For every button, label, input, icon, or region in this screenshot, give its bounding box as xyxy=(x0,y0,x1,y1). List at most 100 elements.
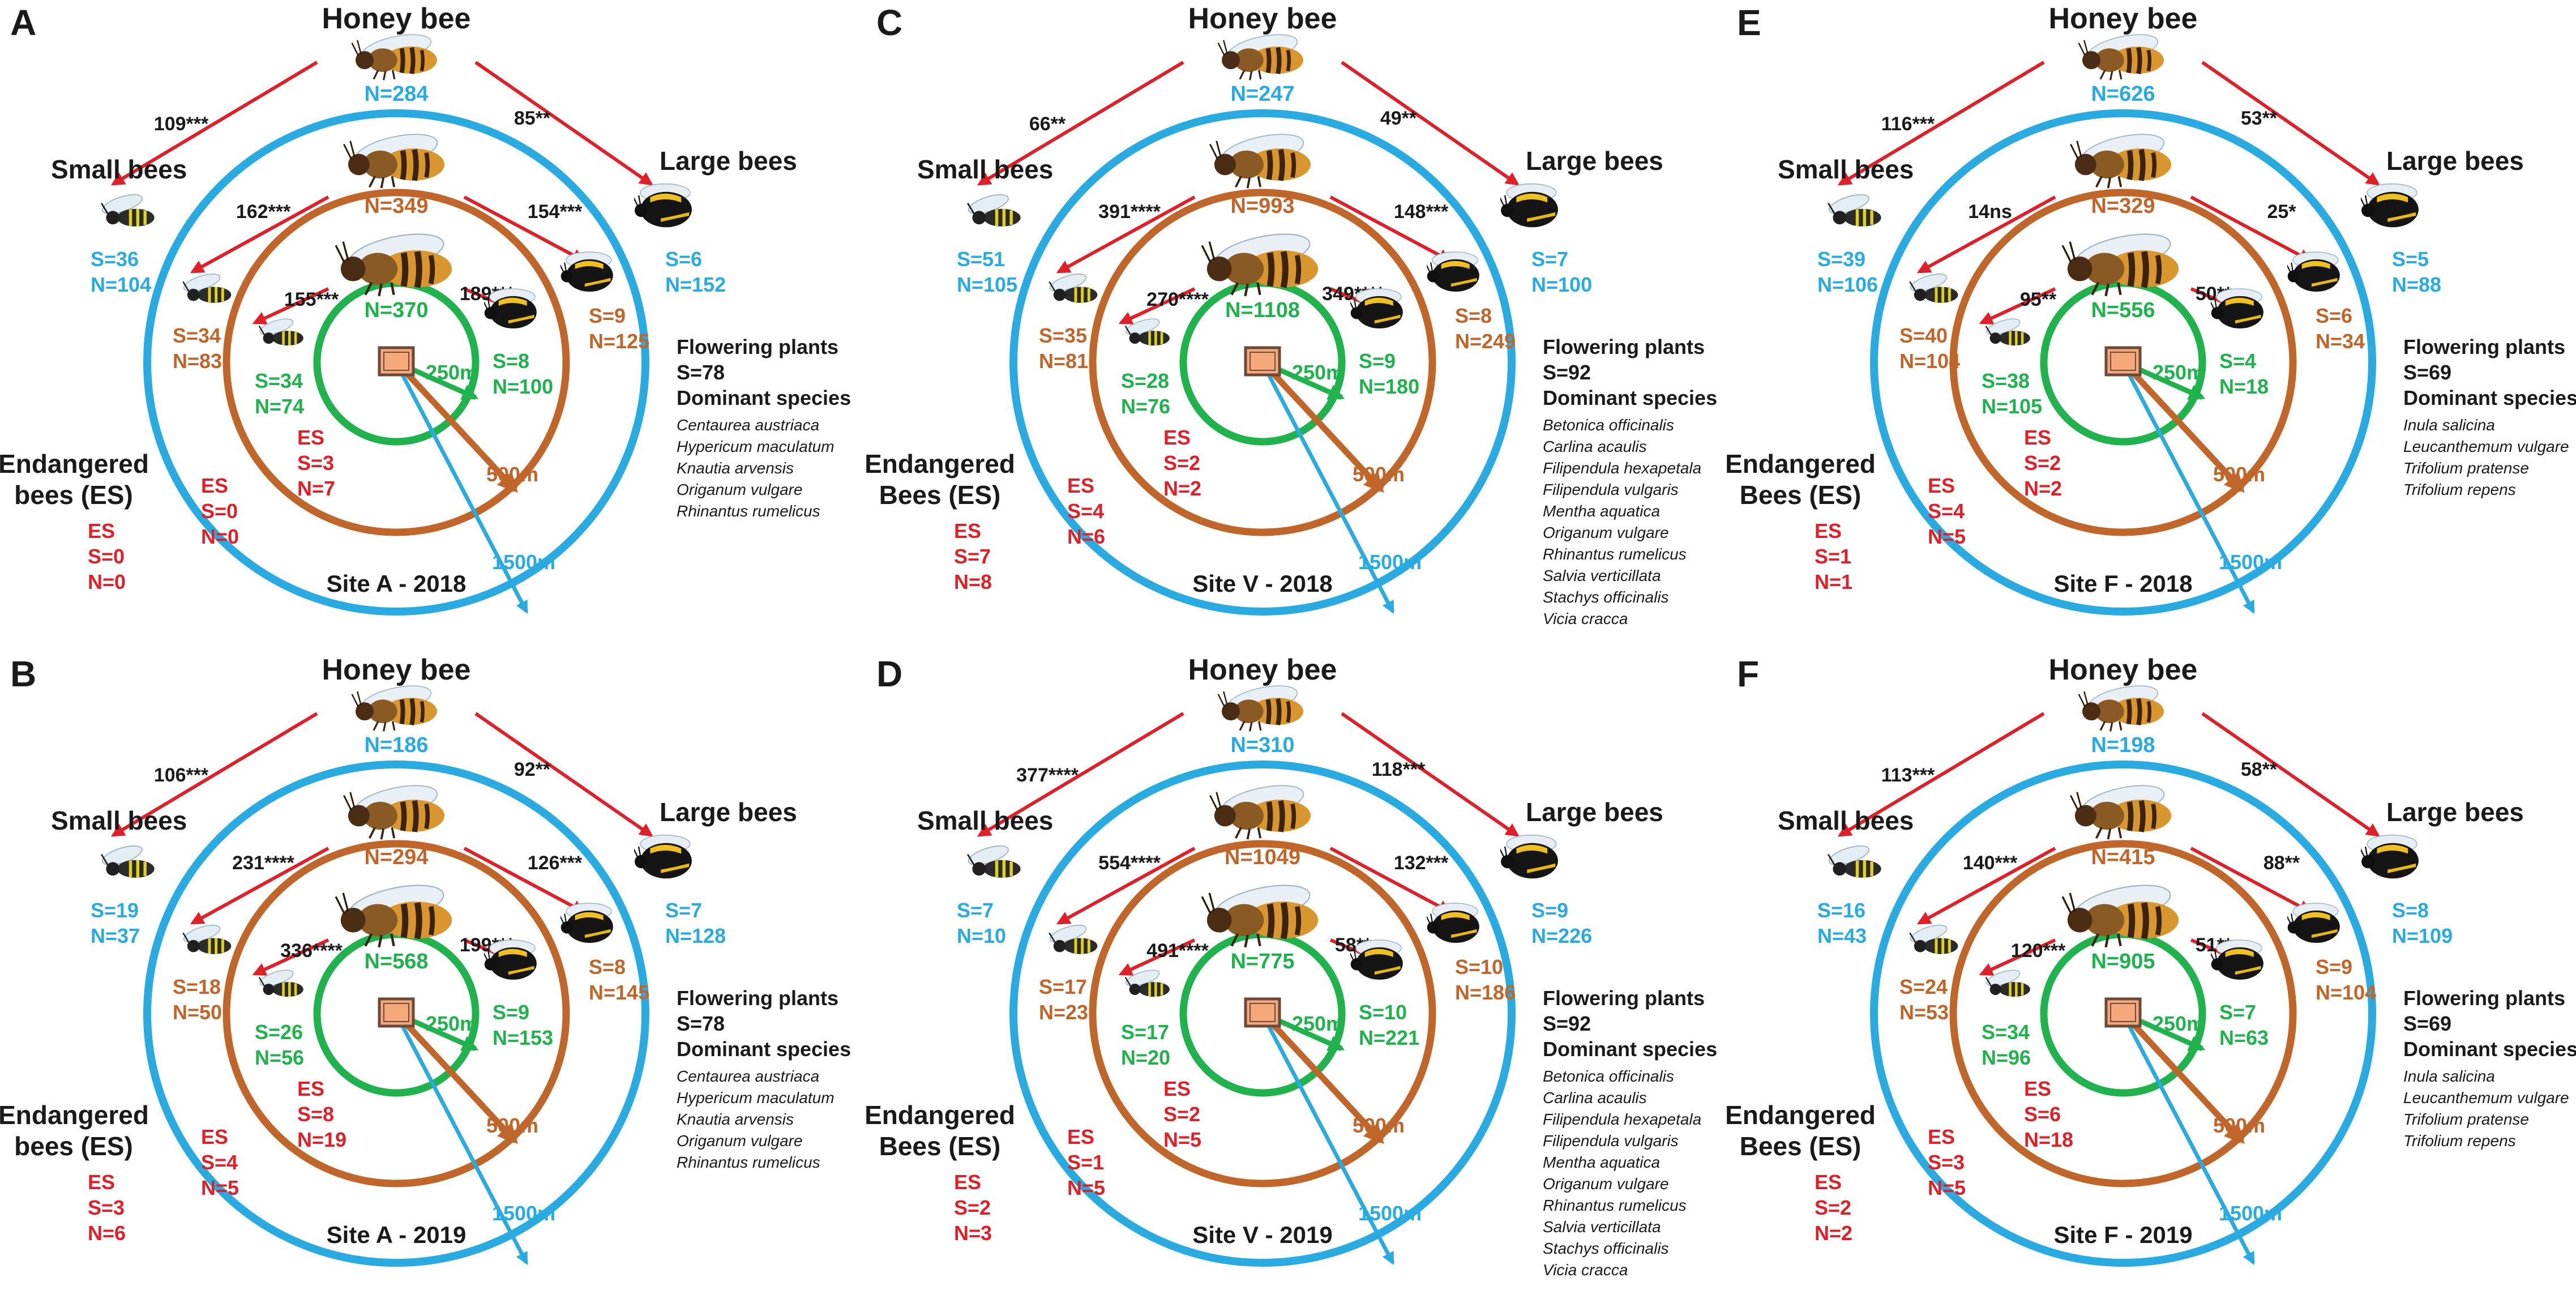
es-n-500m: N=5 xyxy=(1928,1176,1966,1199)
large-bees-s-1500m: S=7 xyxy=(665,899,702,922)
small-bee-image-inner xyxy=(1124,967,1170,997)
endangered-title-line1: Endangered xyxy=(1725,449,1876,479)
arrow-small-500m xyxy=(1916,195,2056,274)
large-bees-n-500m: N=104 xyxy=(2316,981,2376,1004)
dominant-species-item: Mentha aquatica xyxy=(1543,502,1660,520)
ring-1500m xyxy=(143,109,649,616)
radius-arrow-500m xyxy=(400,1018,518,1144)
honey-bee-count-500m: N=993 xyxy=(1230,194,1294,218)
panel-letter: D xyxy=(876,653,902,694)
honey-bee-title: Honey bee xyxy=(2049,653,2198,686)
panel-letter: F xyxy=(1737,653,1759,694)
small-bees-s-500m: S=17 xyxy=(1039,975,1087,998)
small-bees-s-1500m: S=19 xyxy=(91,899,139,922)
dominant-species-item: Inula salicina xyxy=(2403,1067,2495,1085)
large-bees-s-500m: S=9 xyxy=(589,304,626,327)
honey-bee-image-mid xyxy=(344,780,444,840)
es-label-500m: ES xyxy=(1067,474,1094,497)
small-bee-image-outer xyxy=(1827,191,1881,227)
es-label-1500m: ES xyxy=(1815,1170,1842,1194)
small-bees-s-500m: S=24 xyxy=(1899,975,1948,998)
honey-bee-image-mid xyxy=(344,129,444,189)
radius-label-250m: 250m xyxy=(2153,1012,2205,1035)
small-bee-image-outer xyxy=(100,191,155,227)
endangered-title-line1: Endangered xyxy=(0,1100,149,1130)
endangered-title-line2: Bees (ES) xyxy=(879,1131,1001,1161)
small-bees-s-250m: S=34 xyxy=(1982,1020,2030,1044)
es-n-1500m: N=8 xyxy=(954,570,992,593)
site-label: Site F - 2018 xyxy=(2053,570,2192,597)
dominant-species-item: Filipendula vulgaris xyxy=(1543,481,1679,498)
radius-arrow-500m xyxy=(2127,1018,2245,1144)
arrow-small-250m xyxy=(1118,938,1196,976)
large-bees-n-500m: N=186 xyxy=(1455,981,1516,1004)
radius-arrow-1500m xyxy=(2126,1024,2256,1265)
honey-bee-count-250m: N=905 xyxy=(2091,950,2155,973)
large-bee-image-outer xyxy=(1500,183,1559,228)
large-bees-title: Large bees xyxy=(2386,797,2524,827)
large-bees-n-500m: N=34 xyxy=(2316,330,2365,353)
arrow-small-1500m xyxy=(110,61,318,186)
large-bee-image-inner xyxy=(2211,288,2264,330)
stat-small-1500m: 377**** xyxy=(1016,764,1079,786)
stat-small-500m: 231**** xyxy=(232,852,294,874)
es-n-250m: N=2 xyxy=(2024,477,2062,500)
flowering-plants-species-count: S=92 xyxy=(1543,361,1591,384)
small-bees-s-500m: S=40 xyxy=(1899,324,1948,347)
small-bee-image-mid xyxy=(182,922,231,954)
endangered-title-line1: Endangered xyxy=(1725,1100,1876,1130)
dominant-species-item: Vicia cracca xyxy=(1543,1261,1628,1279)
large-bees-s-1500m: S=8 xyxy=(2392,899,2429,922)
es-label-500m: ES xyxy=(201,1125,228,1148)
honey-bee-count-500m: N=294 xyxy=(364,845,428,869)
ring-1500m xyxy=(1870,761,2376,1267)
large-bee-image-outer xyxy=(2361,834,2420,879)
small-bees-s-1500m: S=7 xyxy=(957,899,994,922)
honey-bee-count-250m: N=556 xyxy=(2091,298,2155,322)
arrow-small-1500m xyxy=(977,61,1184,186)
large-bee-image-inner xyxy=(1350,939,1403,981)
small-bee-image-inner xyxy=(258,316,303,346)
honey-bee-count-1500m: N=186 xyxy=(364,733,428,757)
honey-bee-image-outer xyxy=(1218,29,1303,80)
endangered-title-line1: Endangered xyxy=(865,449,1015,479)
stat-small-250m: 336**** xyxy=(280,940,343,962)
es-n-250m: N=2 xyxy=(1163,477,1201,500)
small-bees-n-1500m: N=106 xyxy=(1817,273,1878,296)
es-s-250m: S=8 xyxy=(297,1103,334,1126)
radius-label-500m: 500m xyxy=(2213,1114,2265,1137)
dominant-species-item: Origanum vulgare xyxy=(677,1132,803,1150)
large-bees-s-250m: S=9 xyxy=(1359,349,1396,373)
stat-small-500m: 140*** xyxy=(1963,852,2018,874)
large-bees-s-1500m: S=6 xyxy=(665,247,702,271)
flowering-plants-species-count: S=69 xyxy=(2403,1012,2451,1035)
arrow-small-250m xyxy=(1979,287,2056,324)
honey-bee-image-mid xyxy=(1210,129,1311,189)
ring-500m xyxy=(222,840,570,1187)
arrow-small-500m xyxy=(190,847,330,925)
dominant-species-item: Filipendula vulgaris xyxy=(1543,1132,1679,1150)
flowering-plants-title: Flowering plants xyxy=(1543,335,1705,358)
small-bees-n-1500m: N=37 xyxy=(91,924,140,947)
honey-bee-count-500m: N=329 xyxy=(2091,194,2155,218)
dominant-species-item: Salvia verticillata xyxy=(1543,1218,1661,1236)
stat-large-500m: 154*** xyxy=(528,201,583,223)
dominant-species-item: Centaurea austriaca xyxy=(677,1067,819,1085)
dominant-species-item: Betonica officinalis xyxy=(1543,416,1674,434)
site-label: Site A - 2019 xyxy=(327,1221,467,1248)
dominant-species-item: Centaurea austriaca xyxy=(677,416,819,434)
large-bees-title: Large bees xyxy=(2386,146,2524,176)
honey-bee-title: Honey bee xyxy=(322,2,471,35)
radius-arrow-500m xyxy=(1266,367,1384,493)
stat-small-1500m: 66** xyxy=(1029,113,1066,135)
dominant-species-item: Filipendula hexapetala xyxy=(1543,1110,1701,1128)
stat-large-1500m: 49** xyxy=(1380,108,1417,129)
ring-500m xyxy=(1949,189,2297,536)
flowering-plants-title: Flowering plants xyxy=(2403,335,2565,358)
small-bee-image-mid xyxy=(1909,922,1958,954)
flowering-plants-species-count: S=92 xyxy=(1543,1012,1591,1035)
radius-arrow-500m xyxy=(1266,1018,1384,1144)
ring-500m xyxy=(1949,840,2297,1187)
radius-label-250m: 250m xyxy=(426,361,478,384)
